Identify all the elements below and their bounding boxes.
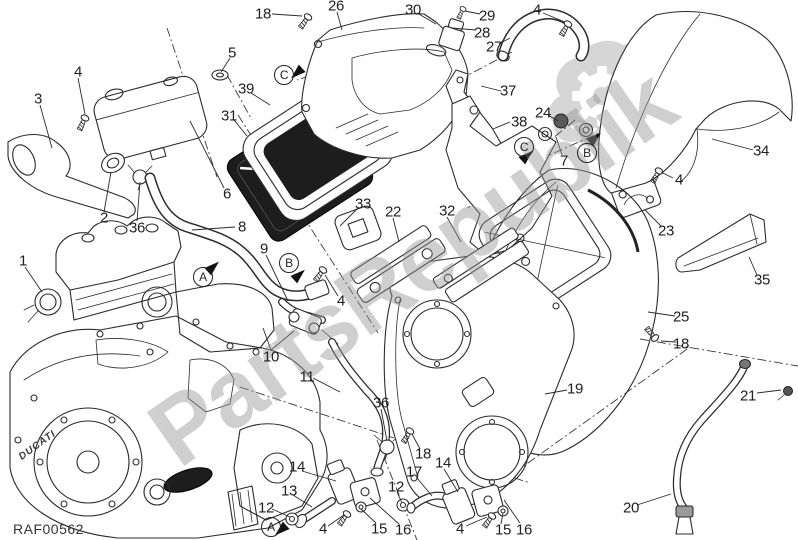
part-11-hose	[328, 338, 391, 477]
part-5-washer	[211, 69, 229, 81]
part-33-clip	[334, 205, 382, 251]
part-27-hose	[496, 8, 590, 62]
view-arrows	[204, 64, 601, 536]
part-8-breather-hose	[144, 172, 330, 302]
diagram-code: RAF00562	[13, 521, 84, 537]
part-1-clamp	[23, 288, 62, 323]
part-38-bracket	[445, 95, 557, 257]
part-26-airbox-cover	[301, 13, 469, 159]
part-13-tube	[294, 497, 336, 529]
part-12-grommet-a	[285, 512, 299, 526]
part-35-pad	[675, 213, 767, 273]
part-3-intake-duct	[7, 133, 136, 219]
part-24-rubber-mount	[537, 113, 594, 142]
part-15-washer-a	[355, 501, 367, 513]
part-19-airbox-lower	[383, 255, 575, 509]
part-21-clip	[777, 386, 793, 401]
part-32-rail	[432, 227, 531, 303]
part-20-drain-hose	[672, 359, 751, 535]
part-14-sensor-b	[441, 479, 476, 525]
part-22-rail	[350, 225, 446, 303]
leader-lines	[24, 10, 782, 527]
part-2-grommet	[101, 152, 125, 174]
part-16-bracket-b	[471, 484, 504, 517]
part-9-10-fittings	[278, 298, 339, 345]
engine-assembly	[9, 216, 328, 539]
part-34-seat	[598, 11, 793, 194]
part-6-canister	[93, 75, 208, 161]
